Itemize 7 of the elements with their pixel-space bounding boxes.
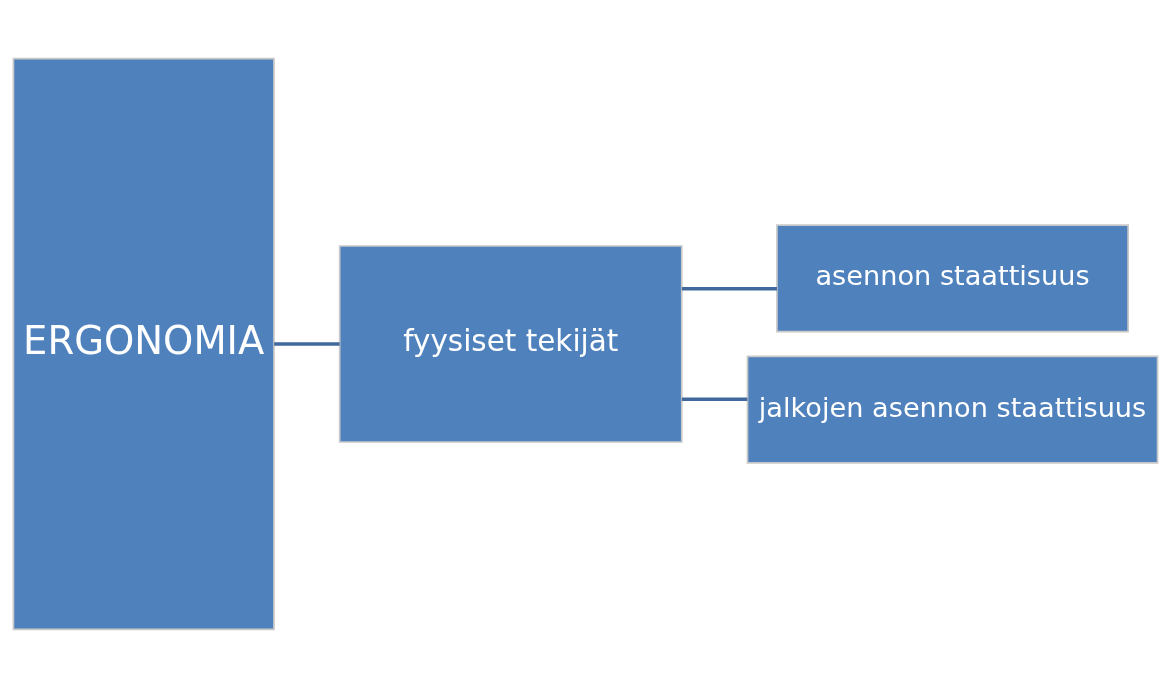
connector — [681, 397, 748, 401]
connector — [274, 342, 340, 346]
node-box: ERGONOMIA — [12, 57, 275, 631]
connector — [681, 287, 777, 291]
node-box: fyysiset tekijät — [338, 245, 683, 443]
node-box: jalkojen asennon staattisuus — [746, 355, 1159, 464]
node-box: asennon staattisuus — [776, 224, 1129, 333]
